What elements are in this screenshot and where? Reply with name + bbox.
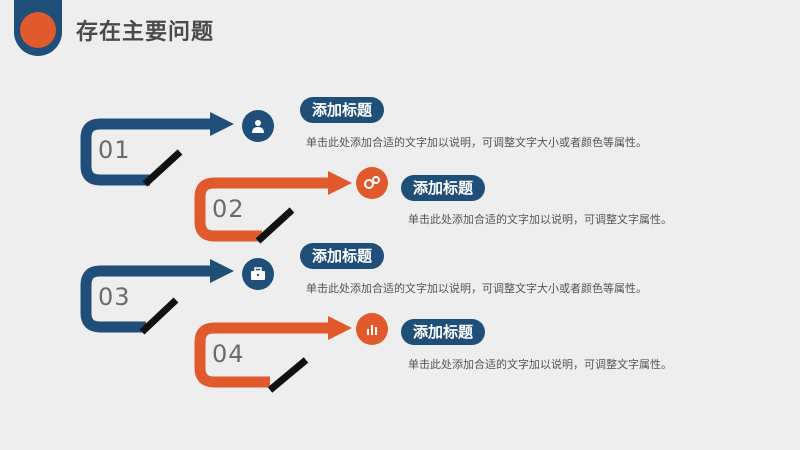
step-3-description: 单击此处添加合适的文字加以说明，可调整文字大小或者颜色等属性。 [306,282,647,295]
step-1-title: 添加标题 [300,97,385,123]
step-2-arrow [194,171,352,244]
step-4-description: 单击此处添加合适的文字加以说明，可调整文字属性。 [408,358,672,371]
step-4-number: 04 [212,340,245,368]
step-1-description: 单击此处添加合适的文字加以说明，可调整文字大小或者颜色等属性。 [306,136,647,149]
step-1-arrow [80,112,234,187]
step-4-arrow [194,316,352,393]
briefcase-icon [242,258,274,290]
step-2-title: 添加标题 [401,175,486,201]
step-3-arrow [80,259,234,335]
page-title: 存在主要问题 [76,20,215,45]
step-2-number: 02 [212,195,245,223]
bar-chart-icon [356,313,388,345]
user-icon [242,110,274,142]
header-dot-icon [20,12,56,48]
step-2-description: 单击此处添加合适的文字加以说明，可调整文字属性。 [408,213,672,226]
gears-icon [356,167,388,199]
step-3-title: 添加标题 [300,243,385,269]
step-3-number: 03 [98,283,131,311]
step-1-number: 01 [98,136,131,164]
step-4-title: 添加标题 [401,319,486,345]
